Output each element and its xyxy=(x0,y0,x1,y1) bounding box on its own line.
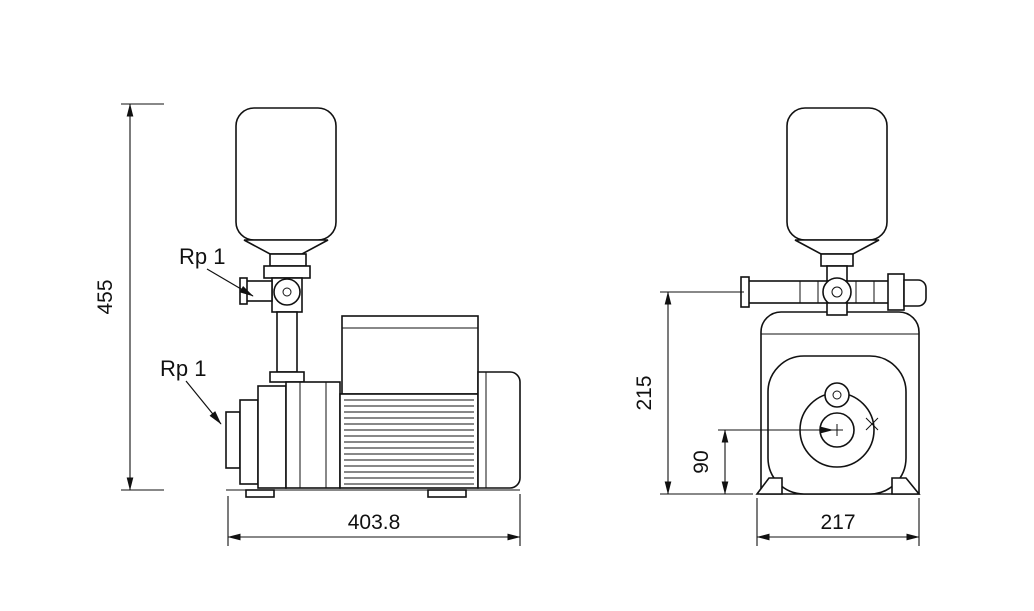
pump-unit-front xyxy=(755,311,921,495)
vent-plug-circle xyxy=(824,382,850,408)
valve-upper-nut xyxy=(263,265,311,279)
dimension-port-center-height: 90 xyxy=(690,426,834,495)
tank-body-front xyxy=(786,107,888,241)
tank-taper-front xyxy=(794,239,880,255)
suction-port-leader-arrow xyxy=(185,380,222,425)
tank-taper xyxy=(243,239,329,255)
foot-right xyxy=(891,477,921,495)
fan-cover xyxy=(477,371,521,489)
pump-head-lines xyxy=(299,382,327,488)
discharge-port-pipe xyxy=(245,280,273,302)
pipe-right-block xyxy=(887,273,905,311)
pipe-height-value: 215 xyxy=(633,375,656,410)
overall-height-value: 455 xyxy=(94,279,117,314)
suction-housing xyxy=(239,399,259,485)
tank-neck xyxy=(269,253,307,267)
overall-width-value: 217 xyxy=(820,511,855,534)
suction-port-label: Rp 1 xyxy=(160,356,206,381)
suction-port-callout: Rp 1 xyxy=(160,356,222,425)
union-nut-center xyxy=(282,287,292,297)
grundfos-logo-mark xyxy=(865,417,879,431)
discharge-port-label: Rp 1 xyxy=(179,244,225,269)
foot-left xyxy=(755,477,783,495)
front-view: 215 90 217 xyxy=(633,107,927,546)
discharge-port-leader-arrow xyxy=(206,268,254,297)
witness-lines-height xyxy=(121,103,164,491)
pump-foot-front xyxy=(245,489,275,498)
union-nut-front-center xyxy=(831,286,843,298)
port-center-height-value: 90 xyxy=(690,450,713,473)
valve-assembly-front xyxy=(740,265,927,316)
pressure-tank-side xyxy=(235,107,337,267)
pipe-fitting-ticks xyxy=(799,281,875,303)
pump-head xyxy=(285,381,341,489)
dimension-overall-width: 217 xyxy=(756,498,920,546)
tank-neck-front xyxy=(820,253,854,267)
valve-assembly-side xyxy=(239,265,311,383)
motor-body xyxy=(339,393,479,489)
dimension-overall-length: 403.8 xyxy=(227,494,521,546)
pressure-tank-front xyxy=(786,107,888,267)
dimension-overall-height: 455 xyxy=(94,103,164,491)
pump-unit-side xyxy=(225,315,521,498)
vent-plug-center xyxy=(832,390,842,400)
pump-connector-front xyxy=(826,302,848,316)
union-nut xyxy=(273,278,301,306)
pipe-right-elbow xyxy=(903,279,927,307)
tank-body xyxy=(235,107,337,241)
pump-foot-rear xyxy=(427,489,467,498)
side-view: 455 403.8 Rp 1 Rp 1 xyxy=(94,103,521,546)
pump-inlet-collar xyxy=(269,371,305,383)
suction-flange xyxy=(225,411,241,469)
discharge-port-callout: Rp 1 xyxy=(179,244,254,297)
motor-cooling-fins xyxy=(344,399,474,485)
union-nut-front xyxy=(822,277,852,307)
suction-chamber xyxy=(257,385,287,489)
dimension-pipe-height: 215 xyxy=(633,291,753,495)
overall-length-value: 403.8 xyxy=(348,511,401,534)
riser-pipe xyxy=(276,311,298,373)
witness-lines-pipe-height xyxy=(660,291,753,495)
